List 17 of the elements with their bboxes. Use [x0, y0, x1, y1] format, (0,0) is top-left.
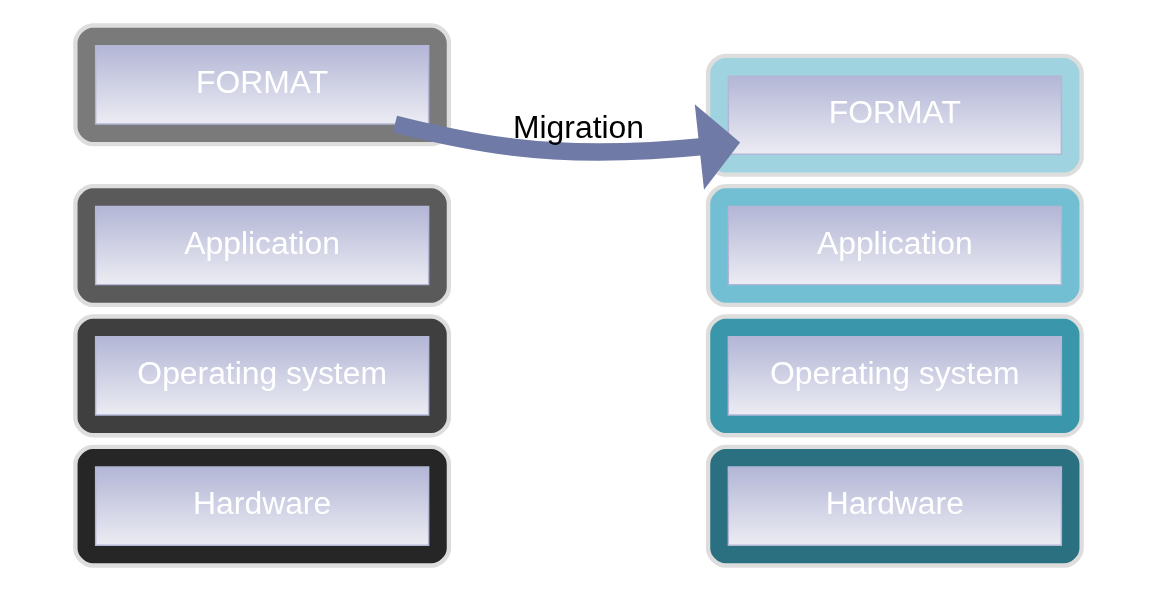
node-box: Operating system	[727, 336, 1063, 416]
cluster	[73, 444, 452, 568]
cluster	[73, 184, 452, 308]
node-box: Hardware	[94, 466, 430, 546]
cluster	[73, 314, 452, 438]
edge-label: Migration	[513, 108, 644, 145]
node-box: FORMAT	[94, 45, 430, 125]
arrow	[392, 104, 741, 190]
cluster	[705, 184, 1084, 308]
cluster	[705, 53, 1084, 177]
cluster	[705, 444, 1084, 568]
node-box: Hardware	[727, 466, 1063, 546]
node-box: Application	[727, 205, 1063, 286]
node-box: FORMAT	[727, 75, 1063, 156]
cluster	[73, 23, 452, 147]
node-box: Application	[94, 205, 430, 286]
cluster	[705, 314, 1084, 438]
